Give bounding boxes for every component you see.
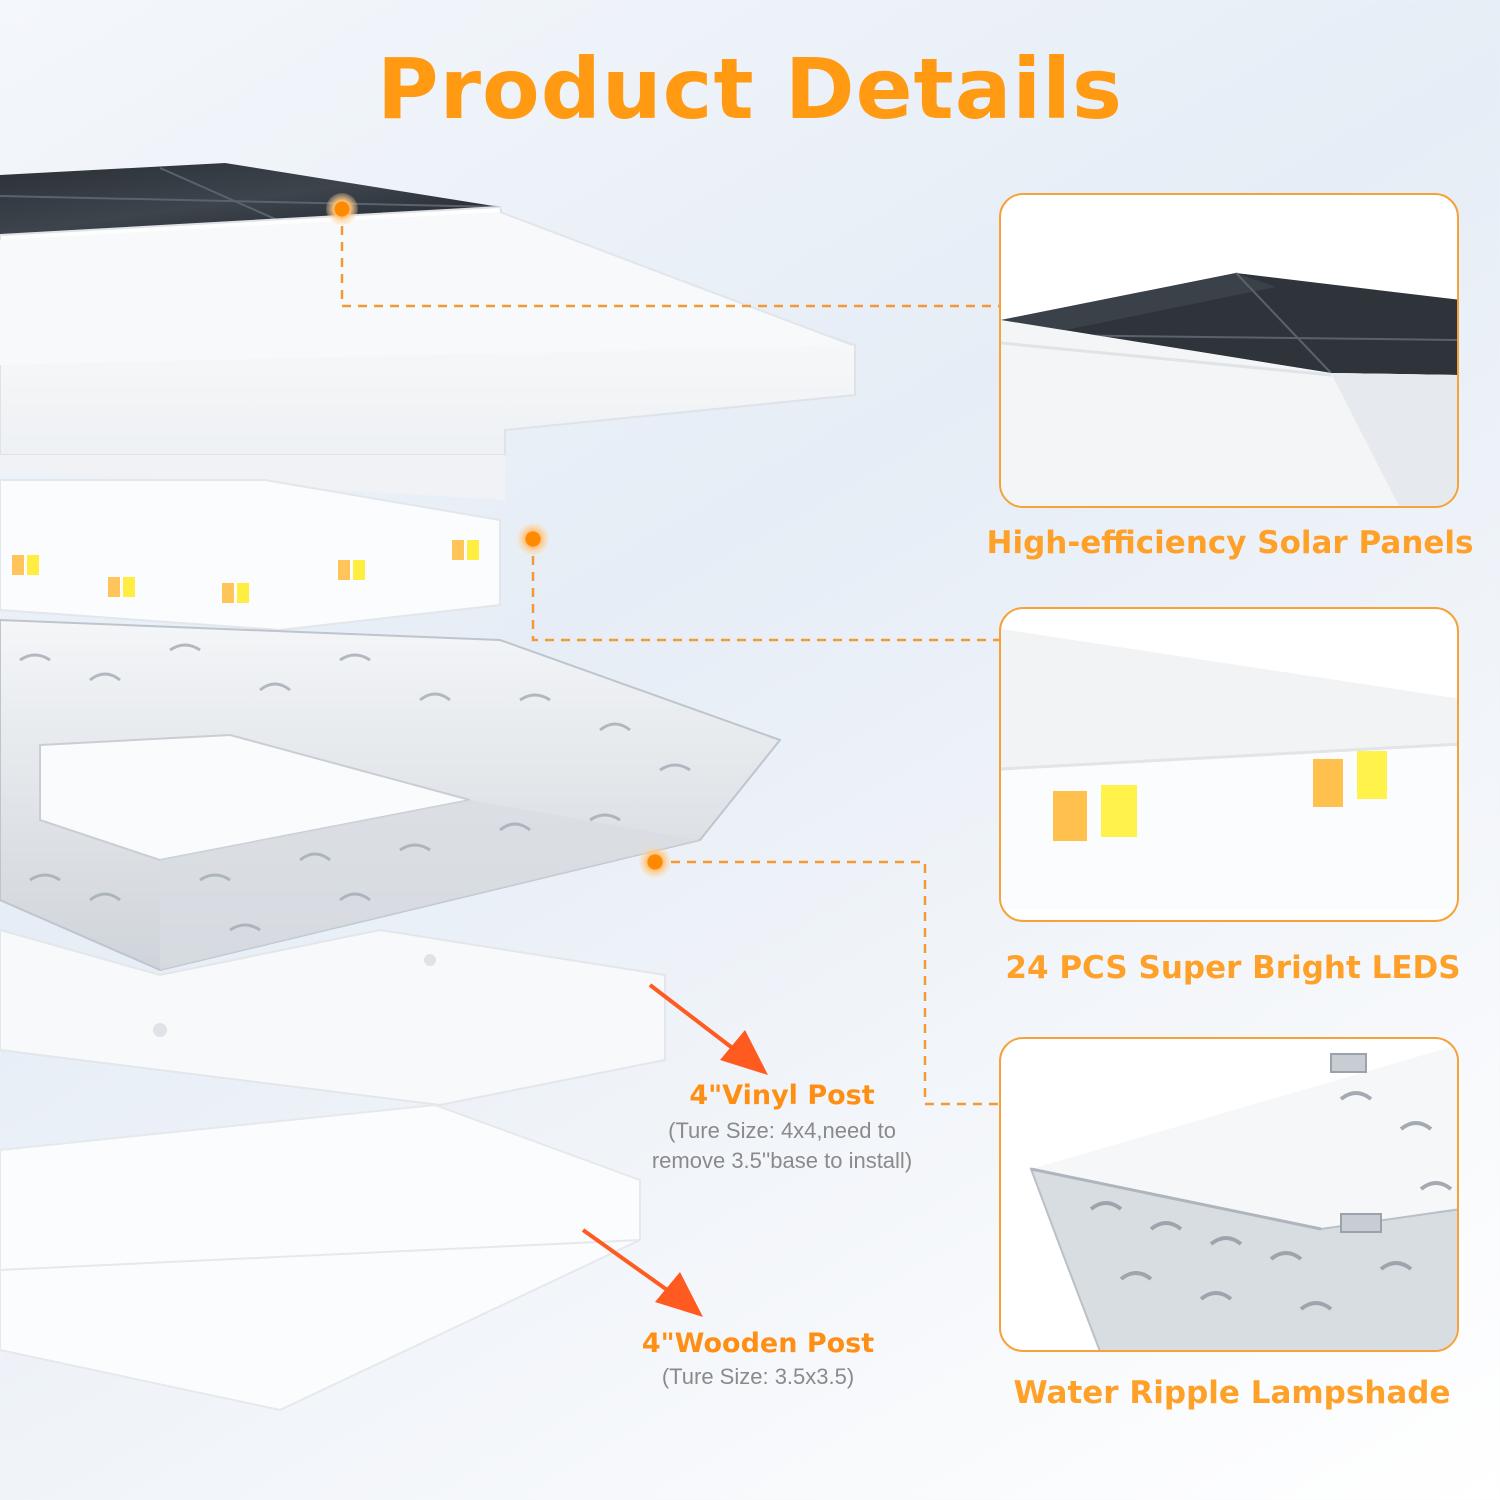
solar-panel-closeup-icon [1001,272,1457,506]
wooden-post-label: 4"Wooden Post [641,1328,875,1359]
callout-dot-solar [326,193,358,225]
feature-label-leds: 24 PCS Super Bright LEDS [1005,950,1461,986]
callout-dot-leds [517,523,549,555]
callout-dot-lampshade [639,846,671,878]
vinyl-post-note-line2: remove 3.5''base to install) [651,1148,913,1173]
lampshade-closeup-icon [1029,1045,1457,1350]
callout-connectors [340,210,999,1106]
led-strip-closeup-icon [1001,629,1457,909]
wooden-post-note: (Ture Size: 3.5x3.5) [661,1364,855,1389]
vinyl-post-label: 4"Vinyl Post [689,1080,875,1111]
feature-label-solar-panels: High-efficiency Solar Panels [986,525,1474,561]
led-ring-part [0,479,501,632]
base-plate-part [0,928,666,1412]
feature-card-solar-panels [999,193,1459,508]
feature-label-lampshade: Water Ripple Lampshade [1013,1375,1451,1411]
feature-card-leds [999,607,1459,922]
lampshade-part [0,618,782,972]
feature-card-lampshade [999,1037,1459,1352]
arrow-wooden-post-icon [581,1228,703,1317]
page-title: Product Details [377,40,1123,138]
top-cap-part [0,163,856,500]
arrow-vinyl-post-icon [648,983,768,1075]
vinyl-post-note-line1: (Ture Size: 4x4,need to [668,1118,896,1143]
